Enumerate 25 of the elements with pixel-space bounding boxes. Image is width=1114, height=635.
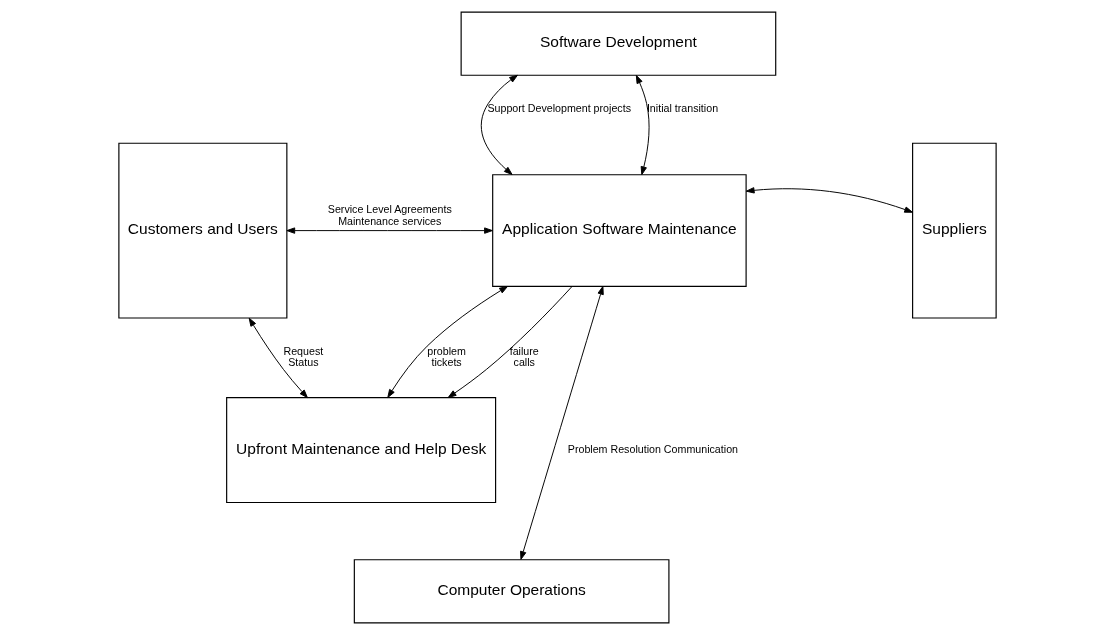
arrow [285, 227, 493, 234]
node-box: Computer Operations [353, 559, 669, 624]
arrow [248, 317, 308, 399]
edge-label: Problem Resolution Communication [567, 442, 738, 455]
node-box: Application Software Maintenance [491, 174, 747, 287]
arrow [480, 74, 518, 175]
edge-label: Status [287, 356, 318, 369]
node-box: Customers and Users [117, 142, 287, 319]
arrow [635, 74, 650, 176]
arrow [519, 285, 604, 560]
edge-label: tickets [430, 356, 462, 369]
edge-label: Support Development projects [486, 101, 631, 114]
edge-label: calls [513, 356, 535, 369]
arrow [386, 286, 508, 398]
node-box: Software Development [460, 11, 776, 76]
node-box: Suppliers [911, 142, 997, 319]
edge-label: failure [509, 344, 539, 357]
arrow [745, 187, 913, 213]
node-box: Upfront Maintenance and Help Desk [225, 397, 496, 504]
edge-label: Initial transition [646, 101, 718, 114]
arrow [447, 286, 572, 398]
edge-label: Request [282, 344, 323, 357]
edge-label: Service Level Agreements [327, 202, 452, 215]
edge-label: problem [426, 344, 466, 357]
edge-label: Maintenance services [337, 214, 441, 227]
